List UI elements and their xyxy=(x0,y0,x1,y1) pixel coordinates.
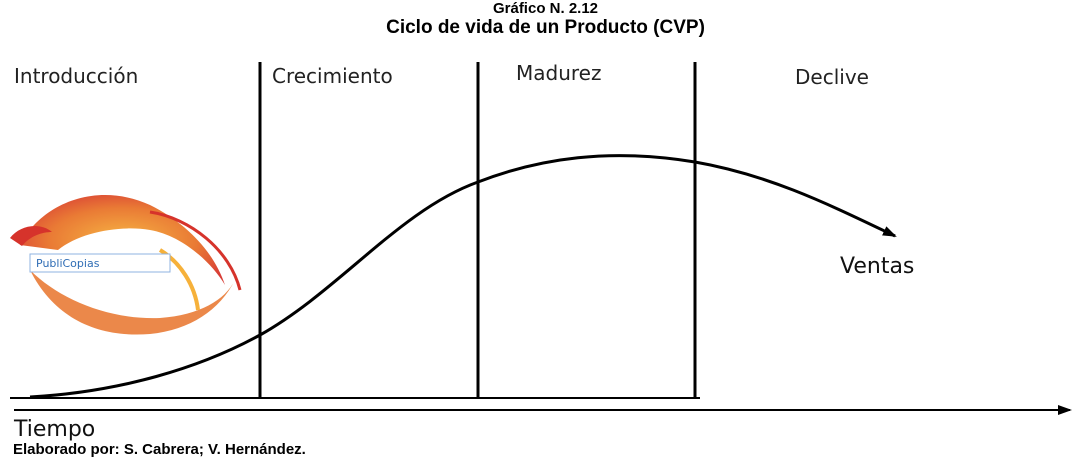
stage-label-crecimiento: Crecimiento xyxy=(272,64,393,88)
sales-curve xyxy=(29,154,897,399)
figure-number: Gráfico N. 2.12 xyxy=(492,0,599,17)
sales-curve-label: Ventas xyxy=(840,254,914,279)
credit-line: Elaborado por: S. Cabrera; V. Hernández. xyxy=(13,441,306,458)
stage-label-declive: Declive xyxy=(795,65,869,89)
time-axis-label: Tiempo xyxy=(13,417,95,442)
publicopias-logo: PubliCopias xyxy=(10,194,242,335)
stage-label-madurez: Madurez xyxy=(516,61,601,85)
logo-text: PubliCopias xyxy=(36,257,100,270)
stage-label-introduccion: Introducción xyxy=(14,64,138,88)
figure-title: Ciclo de vida de un Producto (CVP) xyxy=(386,17,705,38)
